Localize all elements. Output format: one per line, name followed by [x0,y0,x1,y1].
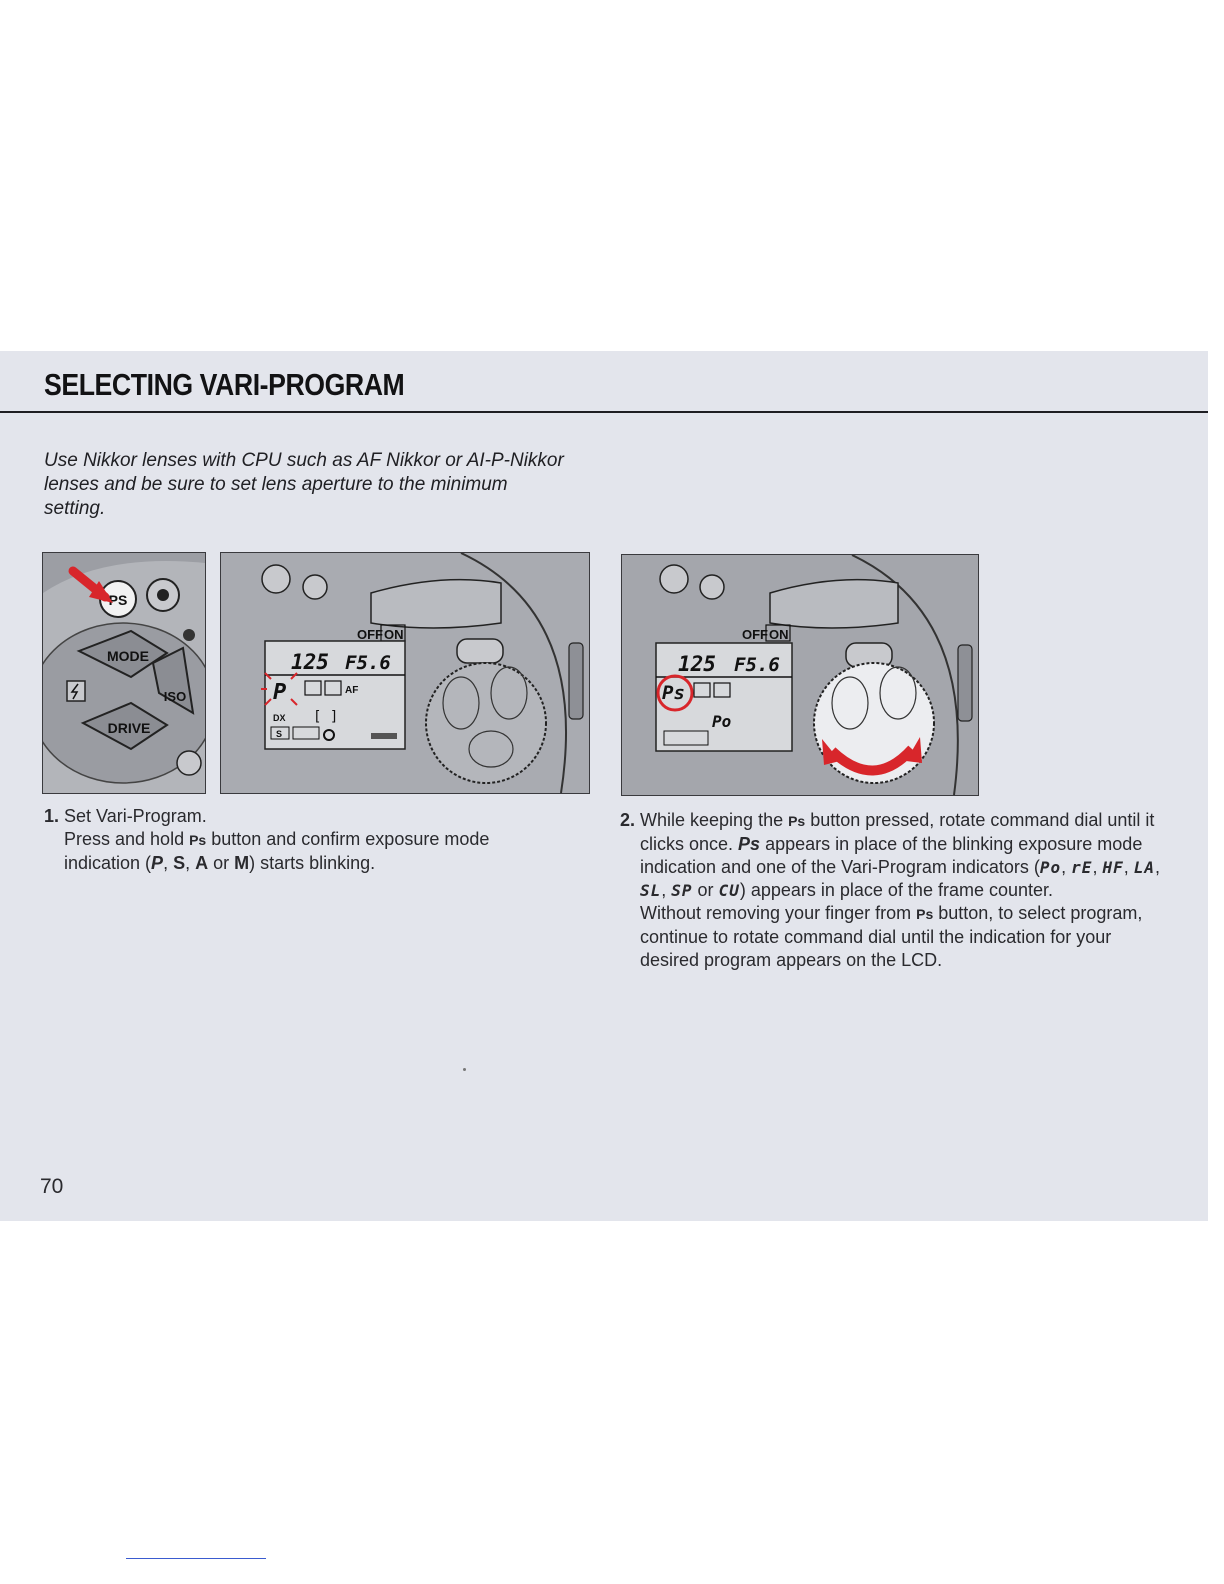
intro-note: Use Nikkor lenses with CPU such as AF Ni… [44,450,564,519]
figure-lcd-step1: OFF ON 125 F5.6 P AF [ ] DX S [220,552,590,794]
aperture-value: F5.6 [734,654,780,676]
ps-button: PS [99,580,137,618]
figure-ps-button: PS MODE DRIVE ISO [42,552,206,794]
lcd-panel: 125 F5.6 P AF [ ] DX S [261,640,406,750]
step-1: 1. Set Vari-Program. Press and hold Ps b… [44,805,544,875]
page-number: 70 [40,1175,64,1198]
power-switch [769,578,899,629]
step-heading: Set Vari-Program. [64,806,207,826]
manual-page: SELECTING VARI-PROGRAM Use Nikkor lenses… [0,351,1208,1221]
blink-indicator-icon [261,672,298,706]
power-switch [370,578,502,629]
mode-button-label: MODE [107,648,149,664]
step-number: 1. [44,806,60,826]
step-text-continued: Without removing your finger from Ps but… [640,903,1143,970]
on-label: ON [384,627,404,642]
lcd-panel: 125 F5.6 Ps Po [655,642,793,752]
command-dial [425,662,547,784]
vari-program-indicator: Po [712,712,731,731]
highlight-circle-icon [656,674,694,712]
record-dot-icon [157,589,169,601]
self-timer-icon [176,750,202,776]
command-dial [813,662,935,784]
drive-button-label: DRIVE [108,720,151,736]
rotate-arrow-icon [828,745,916,776]
metering-button [456,638,504,664]
matrix-metering-icon [304,680,322,696]
af-label: AF [345,685,358,696]
exposure-mode-ps: Ps [662,682,685,704]
frame-counter: [ ] [313,709,338,725]
dx-label: DX [273,713,286,723]
off-label: OFF [742,627,768,642]
page-title: SELECTING VARI-PROGRAM [44,367,405,402]
on-label: ON [769,627,789,642]
exposure-comp-icon [659,564,689,594]
speck [463,1068,466,1071]
figure-lcd-step2: OFF ON 125 F5.6 Ps Po [621,554,979,796]
exposure-comp-icon [261,564,291,594]
s-label: S [276,729,282,739]
exposure-mode: P [273,680,286,705]
flash-icon [66,680,86,702]
step-text: While keeping the Ps button pressed, rot… [640,810,1161,900]
shutter-speed: 125 [291,650,329,674]
title-divider [0,411,1208,413]
shutter-speed: 125 [678,652,716,676]
bottom-rule [126,1558,266,1559]
ps-button-label: PS [109,592,128,608]
aperture-value: F5.6 [345,652,391,674]
step-text: Press and hold Ps button and confirm exp… [64,829,490,873]
iso-button-label: ISO [164,689,186,704]
step-number: 2. [620,810,636,830]
step-2: 2. While keeping the Ps button pressed, … [620,809,1170,972]
flash-comp-icon [699,574,725,600]
flash-comp-icon [302,574,328,600]
arrowhead-icon [89,581,113,603]
focus-area-icon [183,629,195,641]
battery-icon [323,729,335,741]
off-label: OFF [357,627,383,642]
